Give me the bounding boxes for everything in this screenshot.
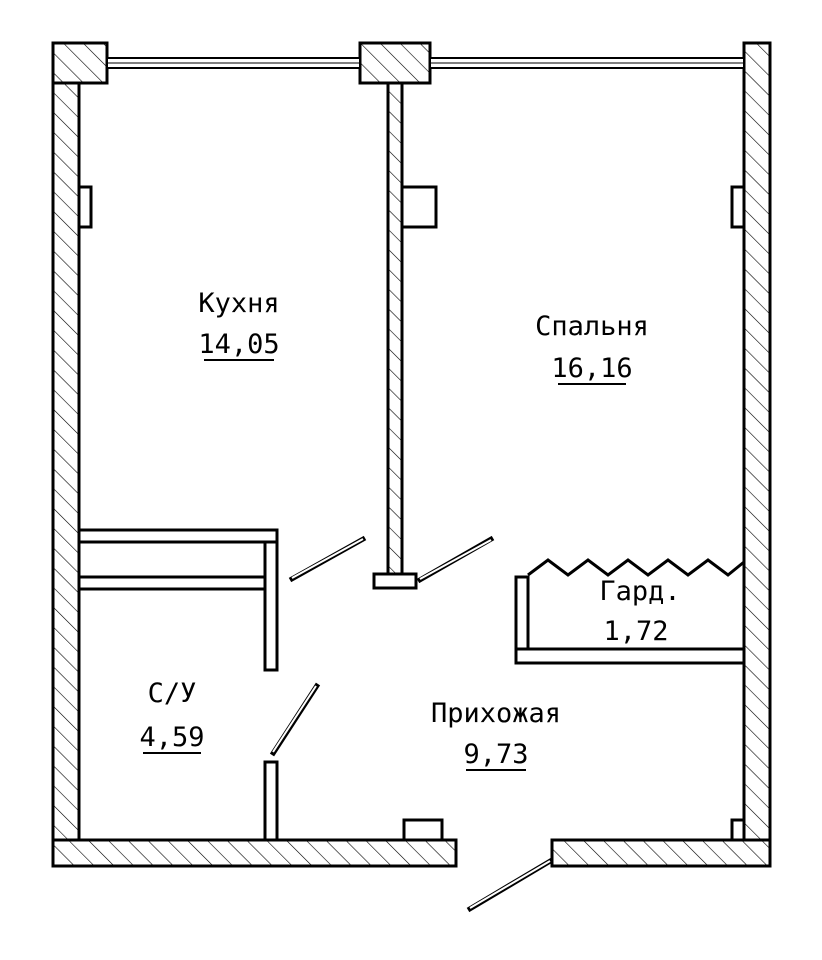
pilaster-bedroom-right — [730, 185, 746, 229]
wall-duct — [77, 540, 267, 579]
wall-kitchen-bath-top — [77, 528, 279, 544]
wall-kitchen-bath-bottom — [77, 575, 279, 591]
wall-top-left-pier — [51, 41, 109, 85]
windows — [106, 57, 745, 69]
wall-bath-right-lower — [263, 760, 279, 842]
wall-bottom-right — [550, 838, 772, 868]
room-area-bedroom: 16,16 — [551, 353, 632, 384]
room-bedroom: Спальня 16,16 — [535, 311, 649, 385]
room-label-hallway: Прихожая — [431, 698, 561, 729]
wall-entry-stub — [402, 818, 444, 842]
wall-bath-right-upper — [263, 540, 279, 672]
room-area-bathroom: 4,59 — [139, 722, 204, 753]
wall-kitchen-bedroom — [386, 81, 404, 590]
room-hallway: Прихожая 9,73 — [431, 698, 561, 771]
wall-bottom-left — [51, 838, 458, 868]
room-area-wardrobe: 1,72 — [603, 616, 668, 647]
wall-right — [742, 41, 772, 868]
room-label-wardrobe: Гард. — [599, 576, 680, 607]
wall-top-middle-pier — [358, 41, 432, 85]
wall-wardrobe-bottom — [514, 647, 746, 665]
room-label-kitchen: Кухня — [198, 288, 279, 319]
wardrobe-curtain — [527, 558, 745, 577]
pilasters — [77, 185, 746, 842]
room-bathroom: С/У 4,59 — [139, 678, 205, 754]
room-area-hallway: 9,73 — [463, 739, 528, 770]
wall-left — [51, 41, 81, 868]
outer-walls — [51, 41, 772, 868]
room-wardrobe: Гард. 1,72 — [599, 576, 680, 647]
room-label-bathroom: С/У — [148, 678, 197, 709]
pilaster-hall-right — [730, 818, 746, 842]
room-area-kitchen: 14,05 — [198, 329, 279, 360]
room-kitchen: Кухня 14,05 — [198, 288, 280, 361]
pilaster-bedroom-left — [400, 185, 438, 229]
wall-partition-foot — [372, 572, 418, 590]
room-label-bedroom: Спальня — [535, 311, 649, 342]
interior-walls — [77, 81, 746, 842]
doors[interactable] — [269, 535, 554, 913]
pilaster-kitchen — [77, 185, 93, 229]
